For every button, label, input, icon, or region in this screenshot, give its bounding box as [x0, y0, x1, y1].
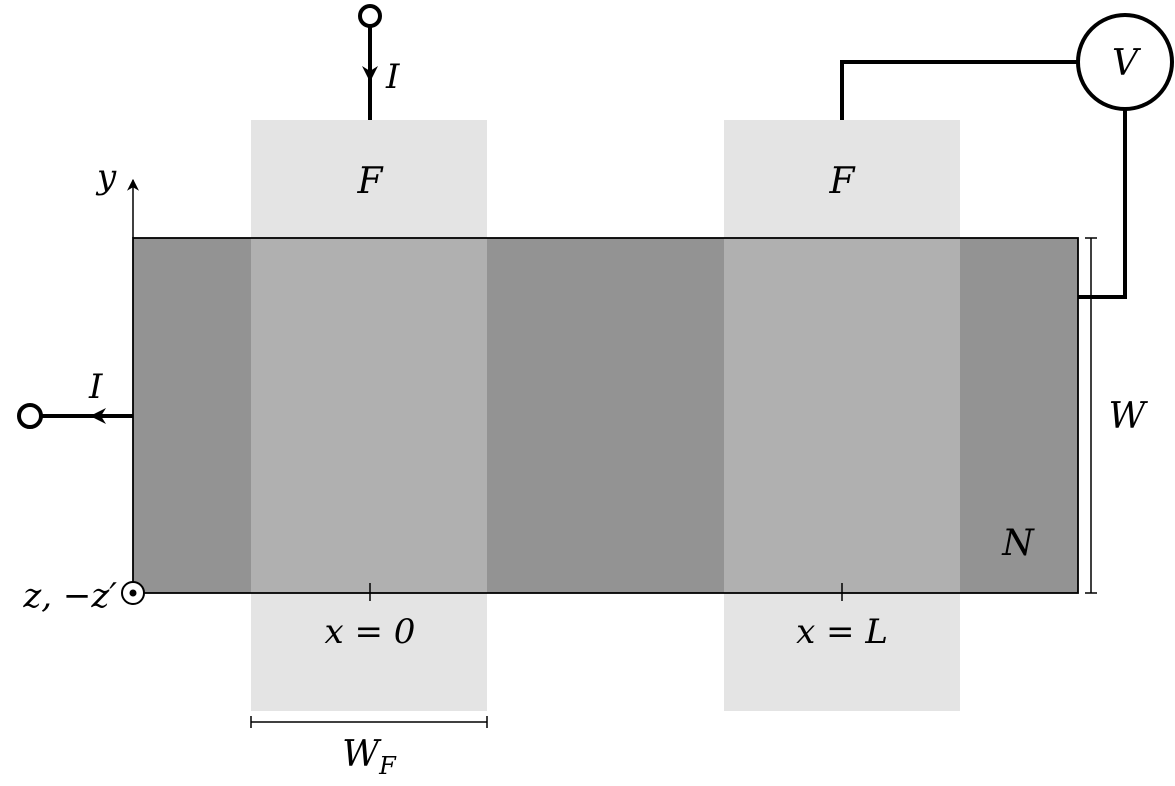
left-current-label: I [88, 367, 103, 407]
width-N-label: W [1108, 396, 1148, 437]
width-F-label: WF [342, 734, 397, 780]
voltmeter-wire-left [840, 60, 1078, 120]
voltmeter-wire-right [1078, 109, 1127, 299]
position-xL-label: x = L [796, 612, 888, 652]
top-current-arrow [362, 66, 378, 82]
y-axis-label: y [95, 157, 117, 197]
ferro-right-label: F [829, 161, 857, 202]
voltmeter-label: V [1112, 43, 1142, 84]
left-current-arrow [90, 408, 106, 424]
z-axis-label: z, −z′ [22, 576, 117, 616]
top-terminal [358, 4, 382, 28]
z-axis-symbol-dot [129, 589, 137, 597]
ferro-left-label: F [357, 161, 385, 202]
normal-metal-label: N [1001, 523, 1035, 564]
top-current-label: I [385, 57, 400, 97]
overlap-right [724, 238, 960, 593]
overlap-left [251, 238, 487, 593]
position-x0-label: x = 0 [325, 612, 416, 652]
left-terminal [17, 403, 43, 429]
